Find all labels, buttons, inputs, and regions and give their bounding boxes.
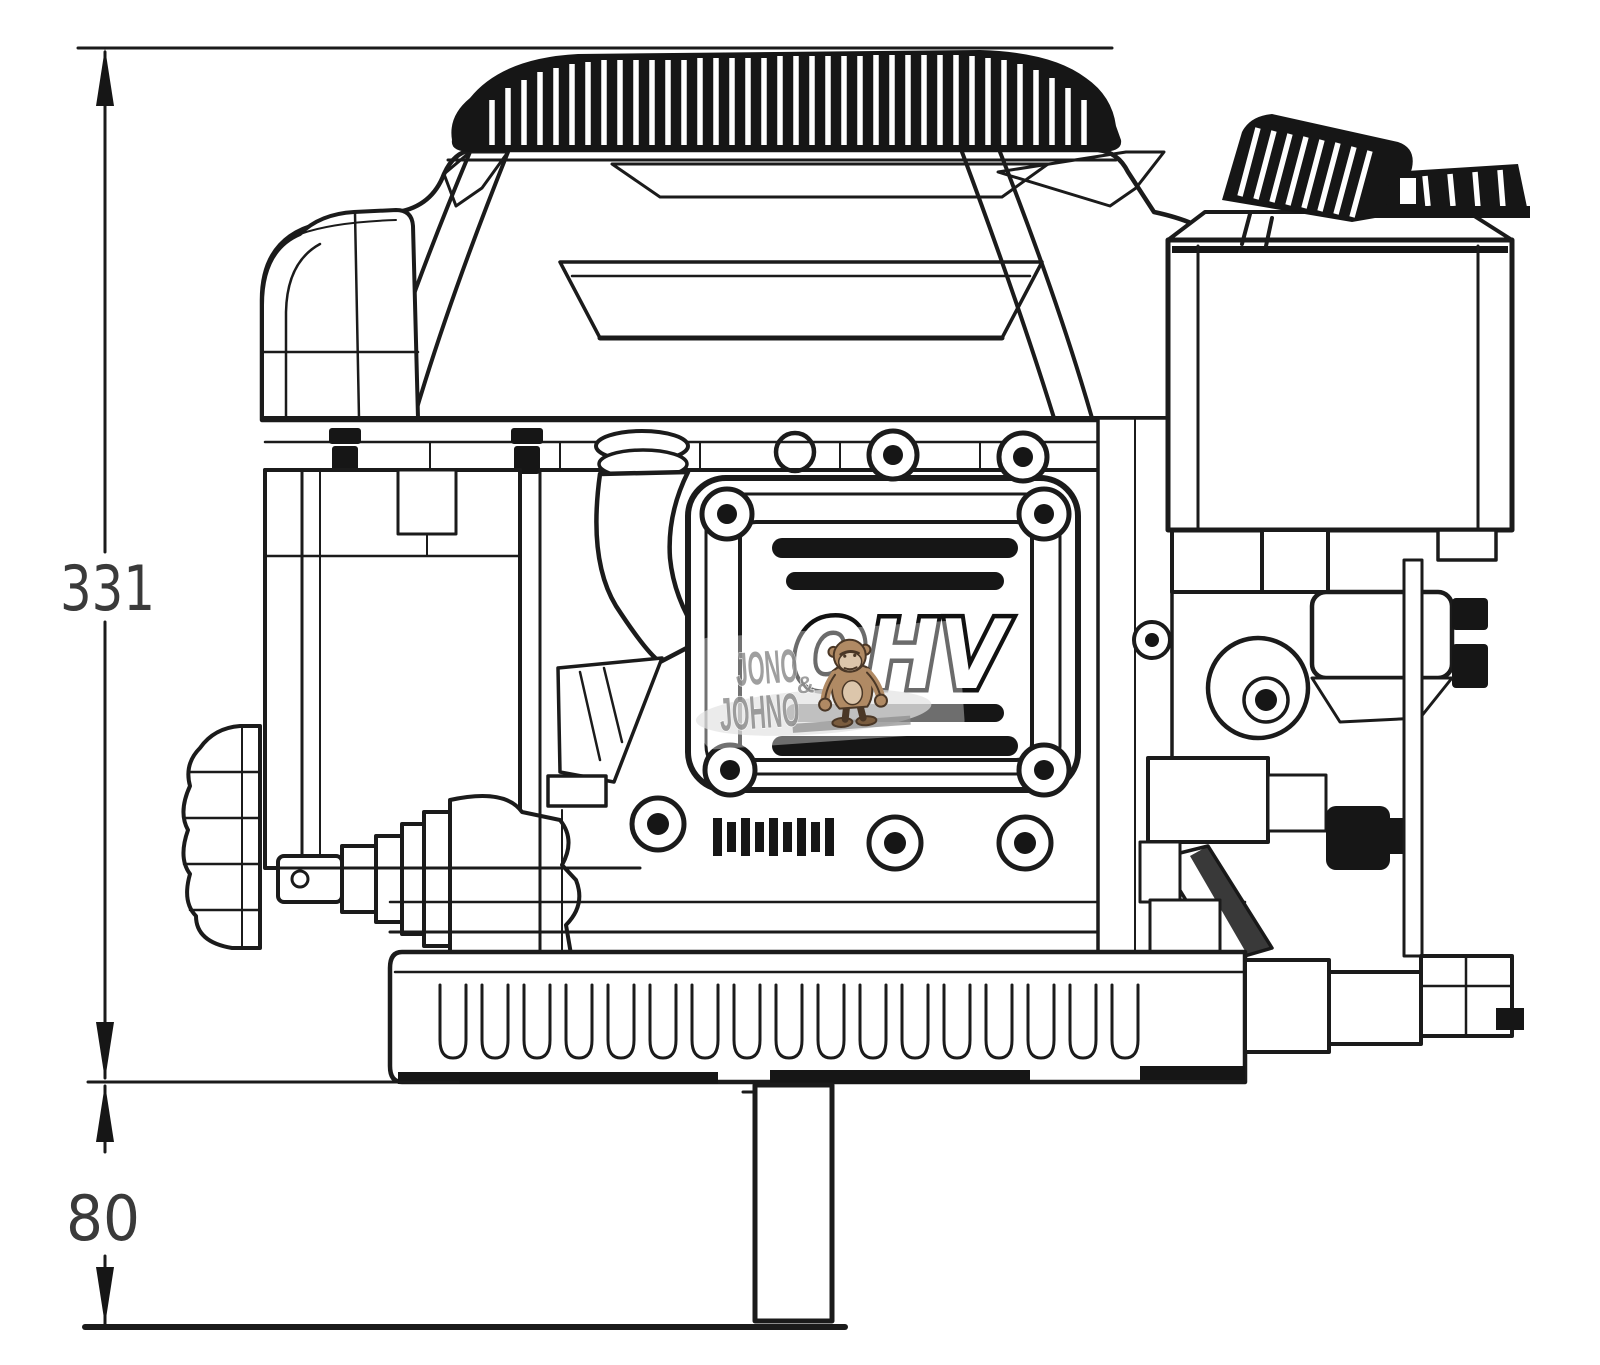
tank-support-strut	[1402, 558, 1424, 958]
dimension-overall-height: 331	[60, 48, 155, 1080]
cooling-fins	[713, 818, 834, 856]
arrowhead-up	[96, 1084, 114, 1142]
oil-fill-knob	[181, 724, 262, 950]
dimension-annotations: 331 80	[60, 46, 1114, 1330]
dimension-shaft-extension: 80	[66, 1084, 140, 1326]
intake-elbow	[538, 429, 705, 952]
pto-shaft	[741, 1082, 835, 1324]
watermark-line2: JOHNO	[718, 682, 802, 740]
screen-slats	[489, 55, 1087, 145]
mounting-foot	[1327, 970, 1423, 1046]
head-bolts-bottom	[629, 795, 1054, 872]
mounting-foot	[1243, 958, 1331, 1054]
arrowhead-up	[96, 48, 114, 106]
air-cleaner-cover	[1222, 114, 1413, 248]
cable-ring	[773, 430, 817, 474]
tank-bracket	[1436, 528, 1498, 562]
fuel-solenoid	[1309, 589, 1455, 681]
flywheel-screen	[446, 50, 1122, 162]
tank-bracket	[1260, 528, 1330, 594]
carb-bowl	[1205, 635, 1311, 741]
watermark-ampersand: &	[796, 671, 815, 699]
fuel-cap-box	[1372, 164, 1530, 218]
dim-label-80: 80	[66, 1182, 140, 1255]
oil-pan-base	[387, 949, 1524, 1085]
watermark-line1: JONO	[734, 638, 800, 695]
arrowhead-down	[96, 1022, 114, 1080]
base-ribs	[438, 983, 1140, 1060]
fuel-tank	[1165, 210, 1515, 958]
arrowhead-down	[96, 1267, 114, 1325]
watermark: JONO & JOHNO	[695, 620, 965, 750]
left-shroud-panel	[260, 208, 420, 420]
head-bolts-top	[773, 428, 1050, 484]
blower-housing	[259, 147, 1217, 423]
gorilla-mascot-icon	[818, 638, 888, 728]
dim-label-331: 331	[60, 552, 155, 625]
valve-cover-bolts	[699, 486, 1072, 798]
linkage-cylinder	[1326, 806, 1390, 870]
